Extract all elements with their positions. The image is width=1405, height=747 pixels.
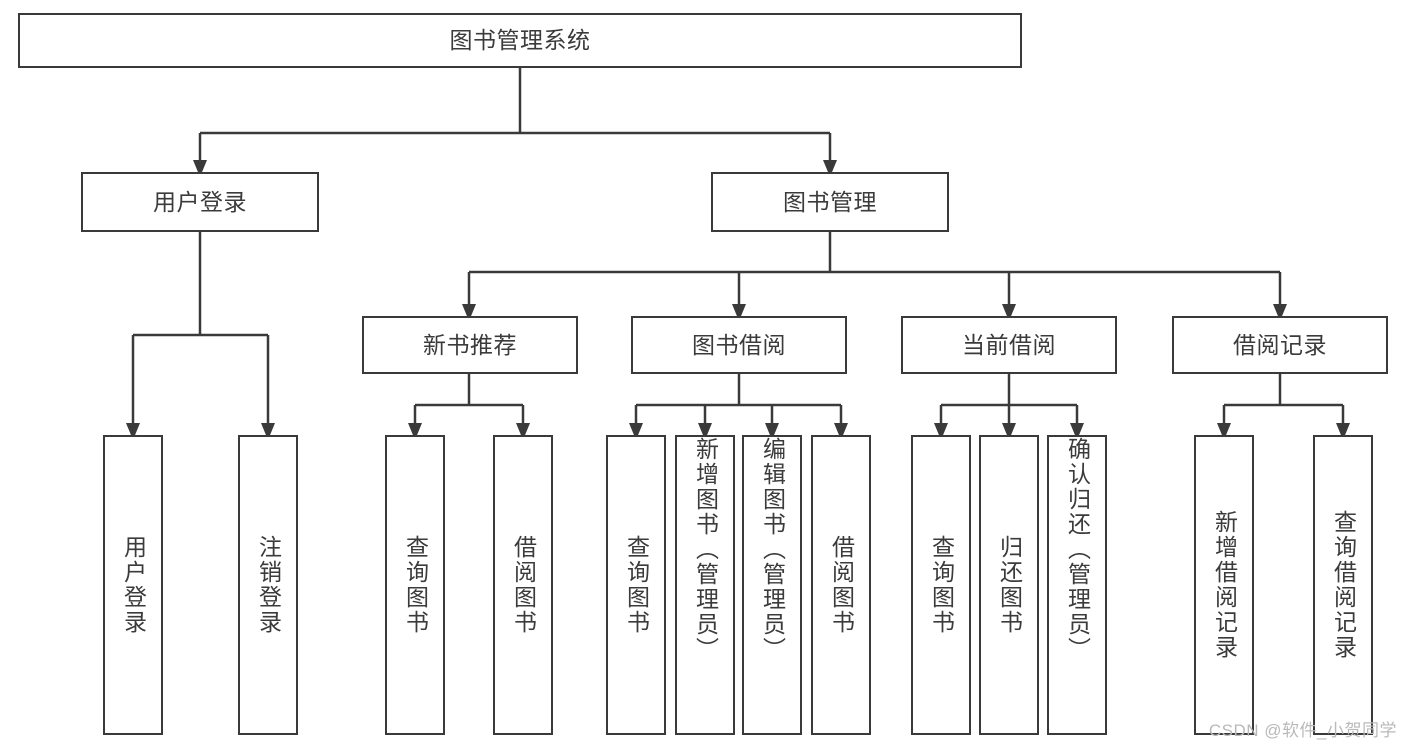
node-label: 用户登录 [153,188,247,215]
node-label: 借阅记录 [1233,331,1327,358]
node-label: 查询图书 [928,535,955,635]
leaf-add-borrow-record[interactable]: 新增借阅记录 [1194,435,1254,735]
node-label: 确认归还（管理员） [1064,437,1091,662]
leaf-query-book-new-recommend[interactable]: 查询图书 [385,435,445,735]
node-root-book-management-system[interactable]: 图书管理系统 [18,13,1022,68]
node-book-management[interactable]: 图书管理 [711,172,949,232]
node-label: 查询借阅记录 [1330,510,1357,660]
node-borrow-record[interactable]: 借阅记录 [1172,316,1388,374]
leaf-borrow-book-new-recommend[interactable]: 借阅图书 [493,435,553,735]
node-label: 借阅图书 [828,535,855,635]
node-label: 用户登录 [120,535,147,635]
watermark-text: CSDN @软件_小贺同学 [1208,721,1397,740]
node-label: 查询图书 [402,535,429,635]
leaf-edit-book-admin[interactable]: 编辑图书（管理员） [742,435,802,735]
node-label: 注销登录 [255,535,282,635]
node-label: 当前借阅 [962,331,1056,358]
leaf-query-book-current[interactable]: 查询图书 [911,435,971,735]
node-new-book-recommend[interactable]: 新书推荐 [362,316,578,374]
node-label: 图书借阅 [692,331,786,358]
node-label: 新增借阅记录 [1211,510,1238,660]
leaf-query-book-borrow[interactable]: 查询图书 [606,435,666,735]
leaf-confirm-return-admin[interactable]: 确认归还（管理员） [1047,435,1107,735]
leaf-borrow-book-borrow[interactable]: 借阅图书 [811,435,871,735]
leaf-add-book-admin[interactable]: 新增图书（管理员） [675,435,735,735]
leaf-query-borrow-record[interactable]: 查询借阅记录 [1313,435,1373,735]
node-label: 新书推荐 [423,331,517,358]
node-label: 编辑图书（管理员） [759,437,786,662]
node-label: 新增图书（管理员） [692,437,719,662]
node-label: 归还图书 [996,535,1023,635]
node-user-login[interactable]: 用户登录 [81,172,319,232]
node-label: 查询图书 [623,535,650,635]
node-label: 图书管理 [783,188,877,215]
leaf-user-login[interactable]: 用户登录 [103,435,163,735]
node-label: 借阅图书 [510,535,537,635]
node-label: 图书管理系统 [449,27,591,54]
node-current-borrow[interactable]: 当前借阅 [901,316,1117,374]
leaf-return-book[interactable]: 归还图书 [979,435,1039,735]
node-book-borrow[interactable]: 图书借阅 [631,316,847,374]
leaf-logout-login[interactable]: 注销登录 [238,435,298,735]
